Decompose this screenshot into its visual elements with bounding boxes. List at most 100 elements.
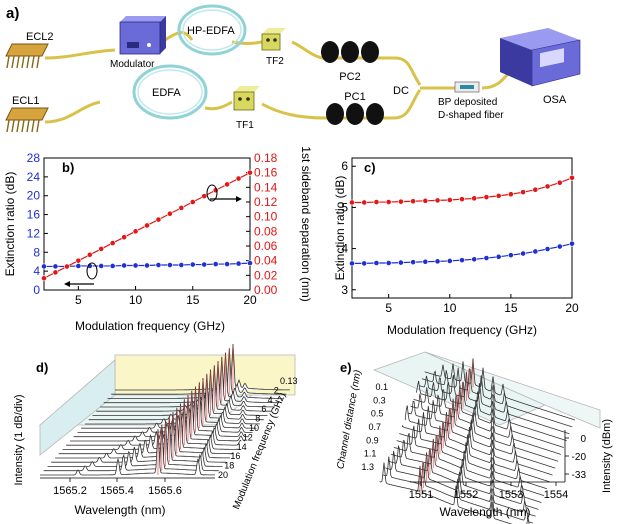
spectrum-trace <box>43 424 219 472</box>
spectrum-trace <box>421 367 573 428</box>
panel-label-c: c) <box>364 160 376 175</box>
ztick-label: 0.9 <box>366 435 379 445</box>
data-point-red <box>532 186 539 193</box>
data-point-red <box>121 234 128 241</box>
spectrum-trace <box>413 385 564 448</box>
ztick-label: 0.7 <box>368 422 381 432</box>
ecl1-laser: ECL1 <box>5 95 49 133</box>
data-point-blue <box>132 262 139 269</box>
y2ticks-e: 0-20-33 <box>565 434 586 481</box>
ztick-label: 0.13 <box>280 376 298 386</box>
ecl2-laser: ECL2 <box>5 31 54 69</box>
setup-diagram: a) ECL2 <box>5 4 581 133</box>
data-point-red <box>483 194 490 201</box>
ztick-label: 1.1 <box>364 449 377 459</box>
ztick-label: 0.3 <box>373 395 386 405</box>
bp-label-2: D-shaped fiber <box>438 110 504 121</box>
data-point-red <box>109 240 116 246</box>
data-point-red <box>397 198 404 205</box>
ztick-label: 1.3 <box>361 462 374 472</box>
waterfall-traces-e <box>379 358 576 524</box>
spectrum-trace <box>399 418 550 483</box>
data-point-red <box>41 275 47 282</box>
data-point-blue <box>422 258 429 265</box>
ecl2-label: ECL2 <box>26 31 54 43</box>
data-point-blue <box>52 263 59 270</box>
xtick-label: 1565.6 <box>148 485 182 497</box>
ytick-label: 4 <box>33 264 40 278</box>
pc1-paddles: PC1 <box>326 91 384 125</box>
osa-instrument: OSA <box>500 28 581 106</box>
fiber-edfa-tf1 <box>204 100 233 111</box>
data-point-red <box>422 197 429 204</box>
ecl1-label: ECL1 <box>12 95 40 107</box>
y2tick-label: 0.12 <box>254 195 278 209</box>
ztick-label: 6 <box>261 404 266 414</box>
data-point-red <box>132 228 139 235</box>
data-point-blue <box>109 263 116 269</box>
data-point-blue <box>495 253 502 260</box>
xtick-label: 1565.4 <box>100 485 134 497</box>
y2tick-label: 0.10 <box>254 210 278 224</box>
data-point-red <box>235 175 242 182</box>
y2tick-label: 0.06 <box>254 239 278 253</box>
red-series-arrowhead <box>236 196 242 202</box>
y2tick-label: 0.18 <box>254 151 278 165</box>
fiber-tf2-dc <box>291 40 422 86</box>
data-point-red <box>569 174 575 181</box>
fiber-ecl1-edfa <box>44 100 101 124</box>
ytick-label: 0 <box>33 283 40 297</box>
y2tick-label: 0.00 <box>254 283 278 297</box>
data-point-blue <box>121 262 128 269</box>
data-point-red <box>224 181 231 188</box>
spectrum-trace <box>424 358 576 421</box>
xtick-label: 1554 <box>544 489 568 501</box>
data-point-blue <box>201 261 208 268</box>
plot-frame-b <box>43 157 251 291</box>
spectrum-trace <box>393 432 545 496</box>
xticks-d: 1565.2 1565.4 1565.6 <box>53 478 182 497</box>
data-point-blue <box>410 259 417 266</box>
data-point-blue <box>434 258 441 265</box>
osa-label: OSA <box>543 94 567 106</box>
data-point-red <box>507 191 514 198</box>
y2tick-label: -33 <box>572 470 587 481</box>
y2tick-label: 0 <box>580 434 586 445</box>
data-point-red <box>446 197 453 203</box>
data-point-red <box>385 199 392 205</box>
panel-label-a: a) <box>6 5 19 22</box>
data-point-red <box>373 199 380 205</box>
blue-series-arrowhead <box>64 281 70 287</box>
spectrum-trace <box>385 450 536 517</box>
data-point-red <box>144 222 150 229</box>
data-point-blue <box>569 240 575 247</box>
xlabel-e: Wavelength (nm) <box>440 505 531 519</box>
data-point-blue <box>41 263 47 270</box>
xtick-label: 10 <box>443 301 457 315</box>
data-point-red <box>459 196 465 203</box>
data-point-blue <box>544 246 551 252</box>
panel-label-d: d) <box>36 360 48 375</box>
data-point-blue <box>446 258 453 264</box>
data-point-red <box>178 204 185 211</box>
data-point-blue <box>349 260 355 267</box>
ytick-label: 5 <box>341 200 348 214</box>
red-series-marker-circle <box>206 184 218 202</box>
waterfall-side-wall-d <box>39 359 116 456</box>
ztick-label: 20 <box>218 470 228 480</box>
panel-label-b: b) <box>62 160 74 175</box>
data-point-red <box>155 216 162 223</box>
spectrum-trace <box>47 420 223 467</box>
xtick-label: 1565.2 <box>53 485 87 497</box>
xtick-label: 1551 <box>409 489 433 501</box>
zlabel-e: Channel distance (nm) <box>335 369 363 470</box>
tf2-label: TF2 <box>266 56 284 67</box>
data-point-red <box>361 199 368 206</box>
xtick-label: 20 <box>243 293 257 307</box>
spectrum-trace <box>379 462 530 524</box>
data-point-red <box>349 199 355 206</box>
